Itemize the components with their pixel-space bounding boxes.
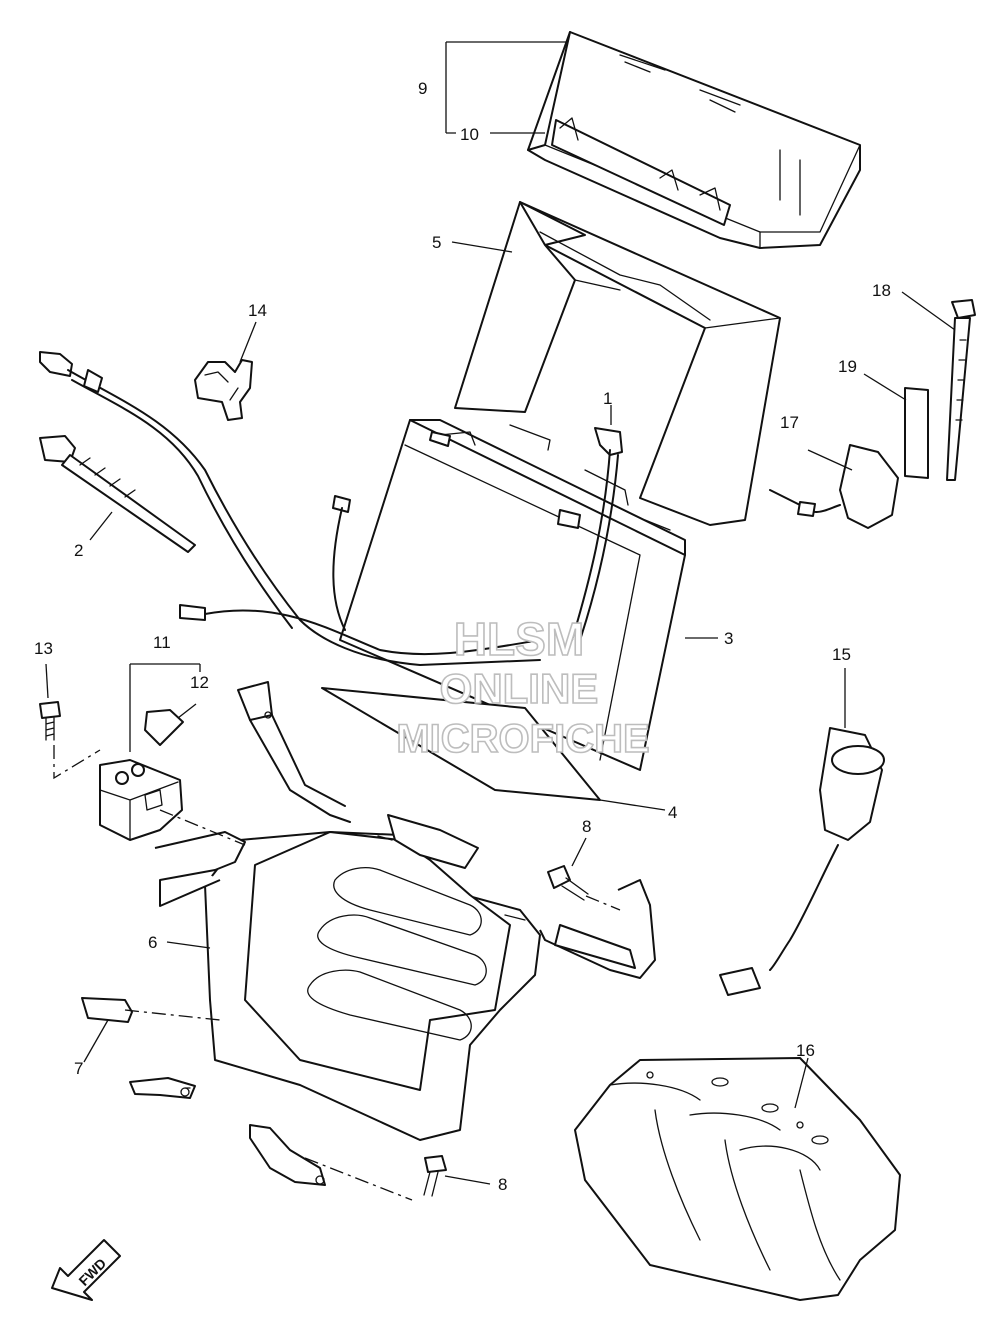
relay-fuse[interactable] [144, 709, 184, 746]
callout-12: 12 [190, 673, 209, 692]
callout-8-lower: 8 [498, 1175, 507, 1194]
tape-pad[interactable] [904, 387, 929, 479]
watermark: HLSM ONLINE MICROFICHE [396, 612, 651, 762]
callout-11: 11 [153, 633, 171, 652]
starter-relay[interactable] [99, 759, 183, 841]
callout-15: 15 [832, 645, 851, 664]
callout-5: 5 [432, 233, 441, 252]
callout-18: 18 [872, 281, 891, 300]
battery[interactable] [339, 419, 686, 771]
watermark-line-2: ONLINE [440, 665, 599, 712]
bolt-8-upper[interactable] [547, 865, 589, 901]
callout-4: 4 [668, 803, 677, 822]
watermark-line-1: HLSM [454, 613, 584, 665]
battery-band[interactable] [454, 201, 781, 526]
callout-1: 1 [603, 389, 612, 408]
accessory-socket[interactable] [719, 727, 885, 996]
callout-2: 2 [74, 541, 83, 560]
callout-numbers: 1 2 3 4 5 6 7 8 8 9 10 11 12 13 14 15 16… [34, 79, 891, 1194]
wire-clamp[interactable] [194, 359, 253, 421]
bolt-8-lower[interactable] [423, 1155, 447, 1197]
watermark-line-3: MICROFICHE [396, 717, 649, 761]
callout-7: 7 [74, 1059, 83, 1078]
callout-10: 10 [460, 125, 479, 144]
battery-box[interactable] [129, 681, 656, 1186]
wire-sleeve[interactable] [574, 1057, 901, 1301]
switch-17[interactable] [769, 444, 899, 529]
callout-6: 6 [148, 933, 157, 952]
fwd-direction-badge: FWD [51, 1239, 121, 1301]
wire-harness[interactable] [39, 351, 541, 666]
rubber-pad[interactable] [81, 997, 133, 1023]
callout-3: 3 [724, 629, 733, 648]
callout-9: 9 [418, 79, 427, 98]
assembly-lines [53, 745, 621, 1201]
battery-cover[interactable] [527, 31, 861, 249]
callout-8-upper: 8 [582, 817, 591, 836]
callout-14: 14 [248, 301, 267, 320]
cable-tie-right[interactable] [946, 299, 976, 481]
leader-lines [45, 41, 956, 1185]
callout-13: 13 [34, 639, 53, 658]
callout-17: 17 [780, 413, 799, 432]
bolt-13[interactable] [39, 701, 61, 741]
callout-19: 19 [838, 357, 857, 376]
negative-lead[interactable] [571, 427, 623, 641]
callout-16: 16 [796, 1041, 815, 1060]
cable-tie-left[interactable] [39, 435, 196, 553]
cover-strap[interactable] [551, 119, 731, 226]
fwd-arrow-icon [51, 1239, 121, 1301]
